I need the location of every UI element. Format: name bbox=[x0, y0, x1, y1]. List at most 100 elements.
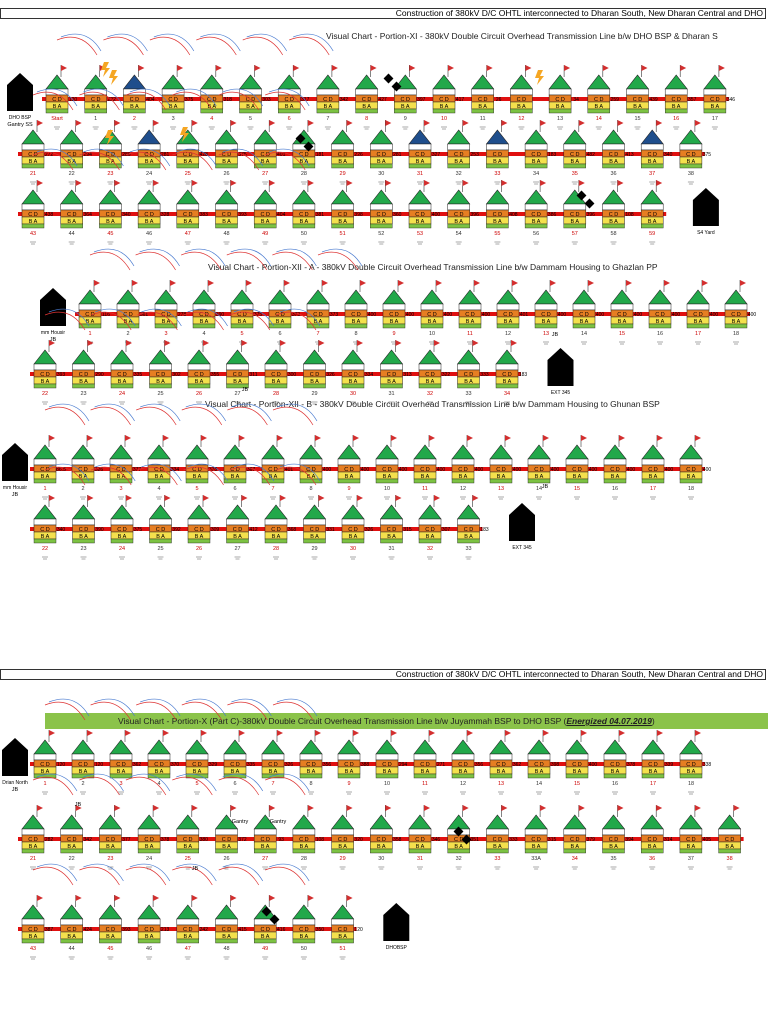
tower-roof bbox=[534, 289, 558, 305]
tower-number: 45 bbox=[107, 946, 113, 952]
circuit-cd-label: C D bbox=[579, 312, 589, 318]
circuit-cd-label: C D bbox=[271, 372, 281, 378]
tower-number: 26 bbox=[196, 546, 202, 552]
tower-roof bbox=[648, 289, 672, 305]
tower-roof bbox=[418, 504, 442, 520]
tower-foundation bbox=[648, 323, 672, 329]
tower-roof bbox=[299, 739, 323, 755]
tower-foundation bbox=[84, 108, 107, 114]
span-length: 334 bbox=[171, 467, 180, 473]
circuit-ba-label: B A bbox=[497, 474, 506, 480]
flag-icon bbox=[657, 435, 663, 441]
tower-tag bbox=[510, 88, 533, 96]
tower-roof bbox=[679, 129, 703, 145]
circuit-ba-label: B A bbox=[542, 319, 551, 325]
tower-tag bbox=[534, 303, 558, 311]
stringing-arc-blue bbox=[187, 308, 228, 327]
tower-tag bbox=[380, 518, 403, 526]
crossing-marker-icon bbox=[453, 826, 464, 837]
tower-number: 33 bbox=[465, 391, 471, 397]
tower-roof bbox=[724, 289, 748, 305]
tower-foundation bbox=[21, 938, 45, 944]
flag-icon bbox=[540, 180, 547, 186]
tower-roof bbox=[640, 129, 664, 145]
circuit-cd-label: C D bbox=[338, 927, 348, 933]
circuit-cd-label: C D bbox=[79, 372, 89, 378]
tower-foundation bbox=[408, 223, 432, 229]
tower-roof bbox=[565, 444, 589, 460]
tower-tag bbox=[261, 753, 285, 761]
stringing-arc-blue bbox=[140, 403, 181, 422]
tower-roof bbox=[223, 739, 247, 755]
circuit-cd-label: C D bbox=[144, 837, 154, 843]
tower-number: 29 bbox=[340, 856, 346, 862]
stringing-arc-blue bbox=[36, 863, 78, 882]
circuit-ba-label: B A bbox=[493, 844, 502, 850]
circuit-cd-label: C D bbox=[233, 372, 243, 378]
circuit-ba-label: B A bbox=[145, 934, 154, 940]
stringing-arc-blue bbox=[95, 463, 136, 482]
circuit-cd-label: C D bbox=[377, 837, 387, 843]
tower-foundation bbox=[278, 108, 301, 114]
flag-icon bbox=[501, 180, 508, 186]
tower-tag bbox=[149, 518, 172, 526]
circuit-cd-label: C D bbox=[271, 527, 281, 533]
flag-icon bbox=[360, 280, 366, 286]
tower-foundation bbox=[641, 848, 664, 854]
tower-number: 36 bbox=[610, 171, 616, 177]
stringing-arc-blue bbox=[185, 248, 226, 267]
circuit-cd-label: C D bbox=[493, 212, 503, 218]
circuit-ba-label: B A bbox=[687, 769, 696, 775]
circuit-ba-label: B A bbox=[387, 379, 396, 385]
span-length: 393 bbox=[122, 927, 131, 933]
circuit-ba-label: B A bbox=[556, 104, 565, 110]
stringing-arc-blue bbox=[60, 33, 102, 52]
tower-roof bbox=[341, 504, 365, 520]
tower-roof bbox=[640, 189, 664, 205]
crossing-marker-icon bbox=[295, 133, 306, 144]
span-length: 356 bbox=[323, 762, 332, 768]
tower-roof bbox=[420, 289, 444, 305]
portion-x-c-title: Visual Chart - Portion-X (Part C)-380kV … bbox=[118, 716, 655, 726]
tower-roof bbox=[60, 814, 84, 830]
circuit-ba-label: B A bbox=[300, 934, 309, 940]
tower-tag bbox=[572, 303, 596, 311]
stringing-arc bbox=[32, 151, 74, 171]
stringing-arc bbox=[172, 151, 213, 171]
circuit-ba-label: B A bbox=[426, 379, 435, 385]
tower-number: 6 bbox=[233, 781, 236, 787]
circuit-cd-label: C D bbox=[85, 312, 95, 318]
tower-foundation bbox=[565, 773, 589, 779]
circuit-ba-label: B A bbox=[426, 534, 435, 540]
tower-roof bbox=[369, 189, 393, 205]
span-length: 396 bbox=[471, 212, 480, 218]
tower-number: 29 bbox=[311, 391, 317, 397]
tower-tag bbox=[603, 458, 627, 466]
flag-icon bbox=[511, 340, 517, 346]
tower-tag bbox=[60, 203, 83, 211]
circuit-ba-label: B A bbox=[416, 844, 425, 850]
span-length: 271 bbox=[437, 762, 446, 768]
circuit-cd-label: C D bbox=[389, 312, 399, 318]
span-length: 334 bbox=[365, 372, 374, 378]
stringing-arc-blue bbox=[83, 148, 124, 167]
circuit-ba-label: B A bbox=[421, 769, 430, 775]
circuit-ba-label: B A bbox=[464, 534, 473, 540]
circuit-ba-label: B A bbox=[466, 319, 475, 325]
circuit-cd-label: C D bbox=[106, 927, 116, 933]
tower-foundation bbox=[185, 478, 209, 484]
tower-tag bbox=[72, 518, 95, 526]
tower-roof bbox=[495, 349, 519, 365]
